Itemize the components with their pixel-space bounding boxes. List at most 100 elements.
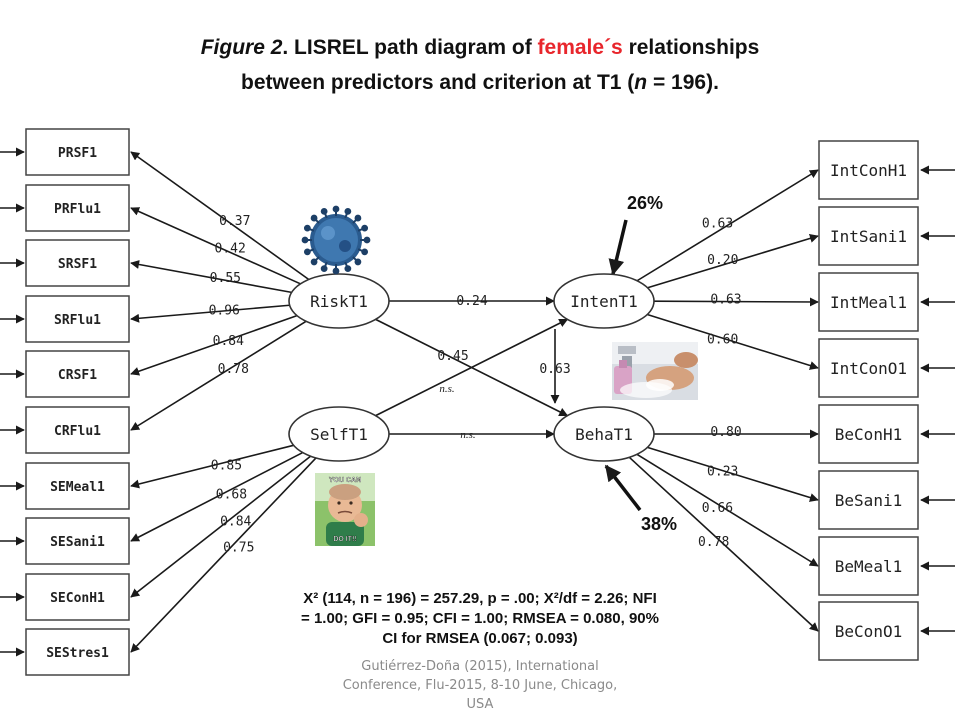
citation-line-1: Gutiérrez-Doña (2015), International [361,659,599,674]
variance-beha: 38% [641,514,677,534]
baby-caption-top: YOU CAN [329,477,361,484]
left-loading-value-7: 0.68 [216,487,247,502]
virus-spike-tip [303,224,311,232]
citation-line-3: USA [466,697,494,712]
handwashing-photo [612,342,698,400]
left-loading-value-9: 0.75 [223,540,254,555]
right-indicator-label-6: BeMeal1 [835,557,902,576]
right-loading-value-1: 0.20 [707,253,738,268]
left-indicator-box-8 [25,573,130,621]
left-loading-value-0: 0.37 [219,214,250,229]
variance-inten: 26% [627,193,663,213]
left-loading-arrow-9 [130,457,317,653]
left-indicator-box-1 [25,184,130,232]
virus-spike-tip [344,207,352,215]
right-indicator-box-5 [818,470,919,530]
virus-spike-tip [332,267,340,275]
right-loading-arrow-0 [636,169,819,282]
figure-title-line-2: between predictors and criterion at T1 (… [0,71,960,95]
virus-spike-tip [320,265,328,273]
virus-spike-tip [361,248,369,256]
left-loading-arrow-6 [130,444,294,489]
left-indicator-box-7 [25,517,130,565]
latent-ellipse-inten [553,273,655,329]
latent-label-inten: IntenT1 [570,292,637,311]
left-indicator-label-1: PRFlu1 [54,202,101,217]
left-indicator-label-9: SEStres1 [46,646,109,661]
left-indicator-label-5: CRFlu1 [54,424,101,439]
right-loading-value-2: 0.63 [710,293,741,308]
left-indicator-label-6: SEMeal1 [50,480,105,495]
path-value-self-inten: 0.45 [437,349,468,364]
right-indicator-box-4 [818,404,919,464]
right-loading-value-3: 0.60 [707,332,738,347]
virus-image [301,205,371,275]
right-indicator-box-6 [818,536,919,596]
right-indicator-box-0 [818,140,919,200]
variance-arrow-inten [608,219,628,276]
right-indicator-label-7: BeConO1 [835,622,902,641]
title-text-b: relationships [622,36,760,59]
virus-spike-tip [354,214,362,222]
left-loading-value-1: 0.42 [215,242,246,257]
figure-label: Figure 2 [200,36,283,59]
left-loading-arrow-2 [130,260,292,294]
right-indicator-box-1 [818,206,919,266]
left-loading-value-3: 0.96 [209,303,240,318]
latent-ellipse-risk [288,273,390,329]
right-loading-arrow-6 [636,453,819,567]
right-indicator-label-3: IntConO1 [830,359,907,378]
figure-title-line-1: Figure 2. LISREL path diagram of female´… [0,36,960,60]
latent-label-risk: RiskT1 [310,292,368,311]
left-indicator-box-0 [25,128,130,176]
virus-spike-tip [361,224,369,232]
latent-label-beha: BehaT1 [575,425,633,444]
left-indicator-label-7: SESani1 [50,535,105,550]
right-loading-arrow-2 [653,297,819,307]
citation: Gutiérrez-Doña (2015), International Con… [330,657,630,714]
right-indicator-label-4: BeConH1 [835,425,902,444]
fit-line-1: X² (114, n = 196) = 257.29, p = .00; X²/… [303,590,657,607]
right-indicator-label-0: IntConH1 [830,161,907,180]
left-indicator-box-4 [25,350,130,398]
left-loading-arrow-1 [130,207,301,285]
left-loading-arrow-0 [130,151,310,281]
left-indicator-label-3: SRFlu1 [54,313,101,328]
fit-line-3: CI for RMSEA (0.067; 0.093) [382,630,578,647]
left-loading-value-8: 0.84 [220,515,251,530]
left-loading-value-6: 0.85 [211,459,242,474]
virus-spike-tip [354,258,362,266]
left-indicator-box-3 [25,295,130,343]
virus-spike-tip [320,207,328,215]
left-indicator-label-2: SRSF1 [58,257,97,272]
left-loading-value-5: 0.78 [218,362,249,377]
left-loading-arrow-3 [130,304,290,323]
latent-ellipse-beha [553,406,655,462]
right-loading-value-4: 0.80 [710,425,741,440]
baby-caption-bottom: DO IT!! [333,536,356,543]
right-indicator-label-5: BeSani1 [835,491,902,510]
fit-statistics: X² (114, n = 196) = 257.29, p = .00; X²/… [232,589,728,649]
title-text-a: . LISREL path diagram of [282,36,538,59]
virus-spike-tip [332,205,340,213]
right-loading-arrow-1 [647,234,819,289]
fit-line-2: = 1.00; GFI = 0.95; CFI = 1.00; RMSEA = … [301,610,659,627]
citation-line-2: Conference, Flu-2015, 8-10 June, Chicago… [342,678,618,693]
left-indicator-box-5 [25,406,130,454]
title-text-d: = 196). [647,71,719,94]
path-value-risk-beha: n.s. [439,383,454,395]
right-indicator-label-1: IntSani1 [830,227,907,246]
title-text-c: between predictors and criterion at T1 ( [241,71,635,94]
latent-ellipse-self [288,406,390,462]
left-loading-arrow-5 [130,320,307,431]
path-value-risk-inten: 0.24 [456,294,487,309]
virus-spike-tip [363,236,371,244]
right-loading-value-6: 0.66 [702,501,733,516]
right-indicator-label-2: IntMeal1 [830,293,907,312]
virus-spike-tip [301,236,309,244]
right-indicator-box-3 [818,338,919,398]
right-loading-arrow-3 [647,313,819,370]
left-indicator-box-2 [25,239,130,287]
